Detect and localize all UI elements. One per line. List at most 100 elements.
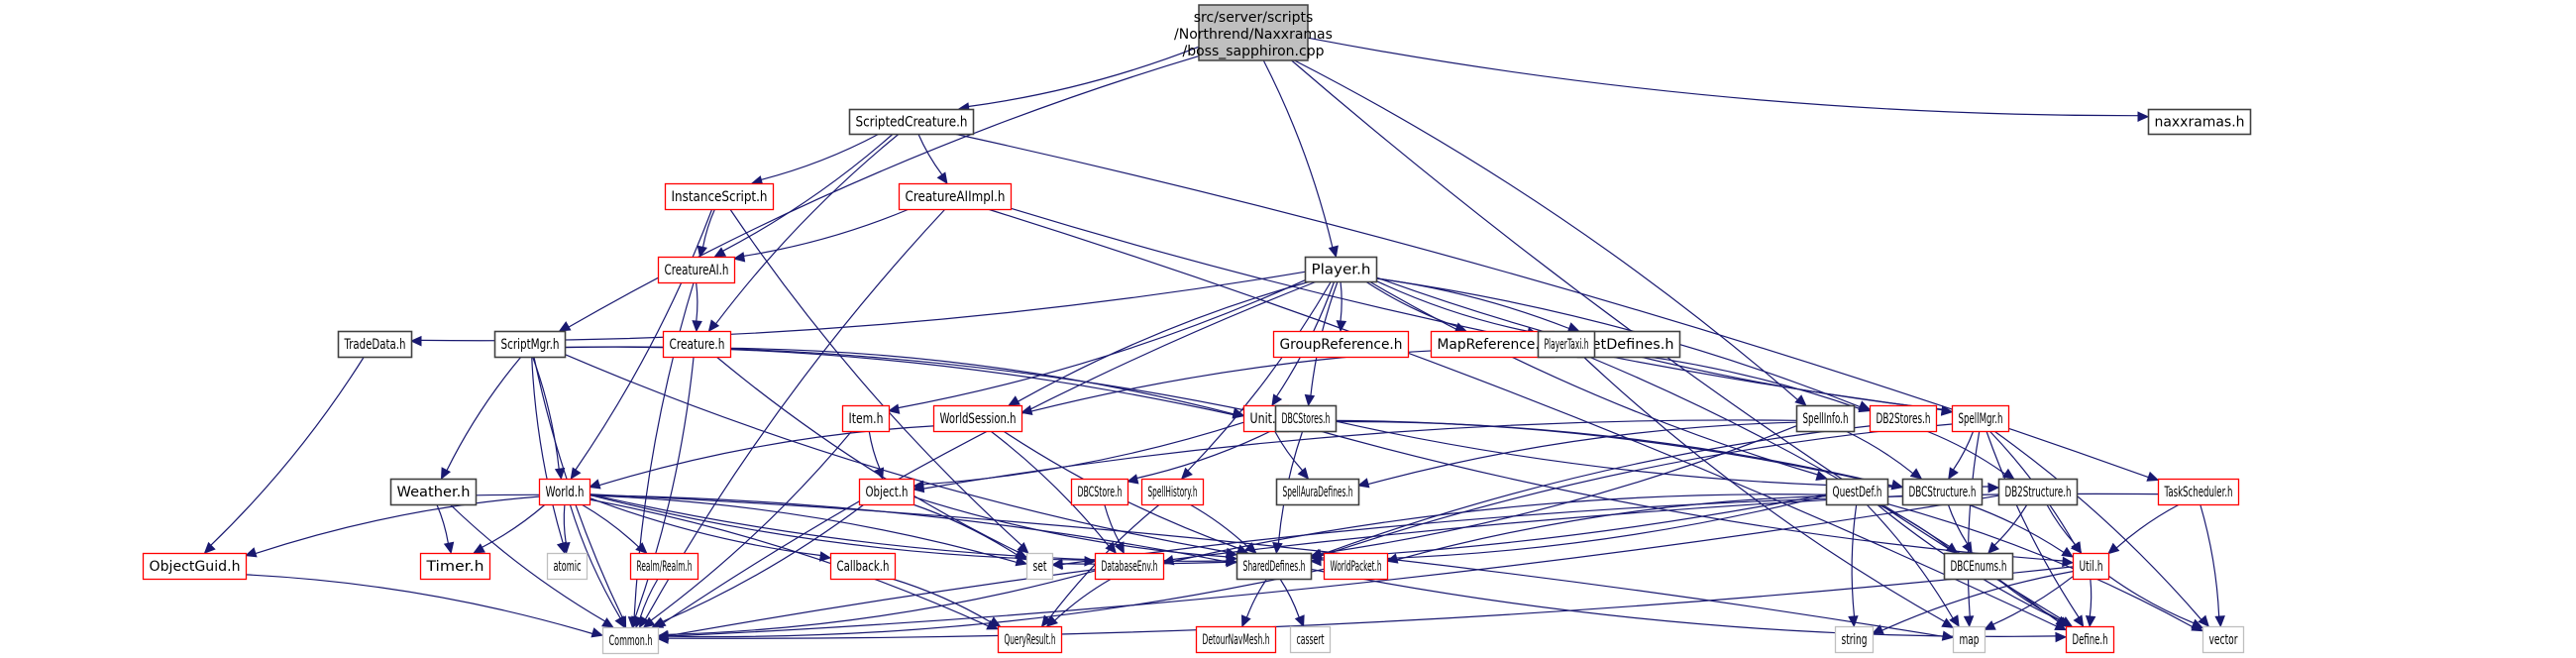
node-SpellAuraDefines-box [1275,478,1360,506]
arrowhead-TradeData-to-ObjectGuid [203,541,216,554]
node-DatabaseEnv[interactable]: DatabaseEnv.h [1094,552,1165,581]
edge-Player-to-MapReference [1364,280,1457,328]
node-DBCStores-label: DBCStores.h [1282,411,1331,427]
arrowhead-Object-to-SharedDefines [1226,552,1238,564]
node-DBCStructure[interactable]: DBCStructure.h [1901,478,1984,506]
arrowhead-CreatureAIImpl-to-CreatureAI [732,252,746,263]
node-Callback[interactable]: Callback.h [829,552,897,581]
node-root-file[interactable]: src/server/scripts/Northrend/Naxxramas/b… [1174,4,1333,61]
arrowhead-Util-to-vector [2191,618,2204,629]
node-SpellMgr-label: SpellMgr.h [1959,411,2003,427]
edge-WorldSession-to-DatabaseEnv [990,430,1110,547]
node-CreatureAI[interactable]: CreatureAI.h [657,256,736,284]
arrowhead-SpellMgr-to-DBCStructure [1948,467,1959,481]
arrowhead-TaskScheduler-to-vector [2214,615,2225,628]
node-WorldPacket-box [1323,552,1389,581]
node-DB2Stores-box [1869,404,1938,433]
node-string-box [1834,625,1875,654]
node-ObjectGuid[interactable]: ObjectGuid.h [142,552,248,581]
node-TaskScheduler[interactable]: TaskScheduler.h [2157,478,2240,506]
edge-TaskScheduler-to-set [1061,493,2159,566]
edge-Util-to-Define [2089,578,2093,617]
node-Timer[interactable]: Timer.h [419,552,491,581]
node-Realm[interactable]: Realm/Realm.h [629,552,699,581]
node-CreatureAIImpl[interactable]: CreatureAIImpl.h [898,182,1013,211]
node-Item-label: Item.h [849,411,884,427]
node-atomic-box [546,552,589,581]
node-DBCEnums[interactable]: DBCEnums.h [1943,552,2014,581]
edge-Weather-to-Timer [436,503,449,544]
node-Item-box [841,404,891,433]
edge-Player-to-DB2Stores [1375,277,1861,408]
node-TradeData[interactable]: TradeData.h [337,330,413,359]
node-MapReference[interactable]: MapReference.h [1430,330,1556,359]
node-Weather[interactable]: Weather.h [389,478,478,506]
node-QuestDef[interactable]: QuestDef.h [1825,478,1889,506]
node-QueryResult[interactable]: QueryResult.h [997,625,1063,654]
node-DetourNavMesh-label: DetourNavMesh.h [1203,632,1270,648]
edge-Util-to-vector [2107,575,2195,624]
node-Creature-box [662,330,732,359]
node-DBCStores[interactable]: DBCStores.h [1274,404,1338,433]
node-Object[interactable]: Object.h [858,478,915,506]
node-atomic-label: atomic [554,559,582,575]
arrowhead-TaskScheduler-to-Util [2107,542,2120,555]
arrowhead-SpellMgr-to-Define [2073,614,2085,628]
node-Item[interactable]: Item.h [841,404,891,433]
node-DBCStore[interactable]: DBCStore.h [1070,478,1129,506]
arrowhead-Realm-to-Common [634,615,645,629]
node-vector-label: vector [2209,632,2238,648]
node-DBCStructure-label: DBCStructure.h [1909,485,1977,500]
node-ScriptedCreature[interactable]: ScriptedCreature.h [848,108,975,136]
node-Creature[interactable]: Creature.h [662,330,732,359]
arrowhead-PlayerTaxi-to-map [1941,617,1955,628]
edge-root-to-ScriptMgr [568,55,1200,328]
node-GroupReference[interactable]: GroupReference.h [1272,330,1410,359]
node-ObjectGuid-box [142,552,248,581]
node-Timer-box [419,552,491,581]
node-DB2Structure[interactable]: DB2Structure.h [1997,478,2079,506]
arrowhead-DBCStores-to-DBCStore [1126,474,1139,485]
node-Common: Common.h [601,626,660,655]
arrowhead-Player-to-WorldSession [1008,395,1020,406]
edge-Unit-to-DBCStructure [1287,419,1893,488]
arrowhead-DBCStores-to-SharedDefines [1272,542,1283,555]
node-SpellMgr[interactable]: SpellMgr.h [1951,404,2010,433]
arrowhead-QuestDef-to-string [1848,615,1859,628]
edge-ObjectGuid-to-Common [245,574,593,635]
edge-CreatureAIImpl-to-Define [987,208,2057,627]
node-SpellHistory[interactable]: SpellHistory.h [1140,478,1205,506]
edge-InstanceScript-to-CreatureAI [701,208,716,248]
arrowhead-Util-to-Define [2085,615,2096,628]
node-SpellInfo[interactable]: SpellInfo.h [1795,404,1856,433]
edge-DBCStores-to-DBCStructure [1335,420,1893,487]
edges-layer [203,37,2225,644]
arrowhead-SharedDefines-to-Define [2055,631,2068,643]
node-SpellAuraDefines[interactable]: SpellAuraDefines.h [1275,478,1360,506]
node-vector-box [2201,625,2245,654]
arrowhead-ScriptedCreature-to-CreatureAIImpl [936,171,948,184]
arrowhead-SpellMgr-to-vector [2198,614,2209,627]
node-SharedDefines[interactable]: SharedDefines.h [1235,552,1313,581]
node-naxxramas[interactable]: naxxramas.h [2147,108,2252,136]
arrowhead-PlayerTaxi-to-WorldSession [1020,404,1033,416]
node-set-box [1025,552,1054,581]
node-InstanceScript[interactable]: InstanceScript.h [664,182,775,211]
node-Define-label: Define.h [2073,632,2108,648]
node-ScriptMgr[interactable]: ScriptMgr.h [493,330,567,359]
node-Player[interactable]: Player.h [1304,256,1378,283]
edge-PlayerTaxi-to-map [1582,356,1946,622]
node-Define[interactable]: Define.h [2065,625,2115,654]
arrowhead-root-to-SpellInfo [1794,394,1807,406]
edge-root-to-ScriptedCreature [968,46,1200,108]
node-World[interactable]: World.h [538,478,591,506]
node-DB2Stores[interactable]: DB2Stores.h [1869,404,1938,433]
edge-Unit-to-Object [922,421,1244,486]
node-naxxramas-label: naxxramas.h [2155,115,2245,131]
node-DetourNavMesh[interactable]: DetourNavMesh.h [1195,625,1277,654]
node-WorldPacket[interactable]: WorldPacket.h [1323,552,1389,581]
node-PlayerTaxi[interactable]: PlayerTaxi.h [1537,330,1596,359]
node-Util[interactable]: Util.h [2072,552,2110,581]
node-WorldSession[interactable]: WorldSession.h [932,404,1023,433]
node-Weather-label: Weather.h [397,485,471,500]
